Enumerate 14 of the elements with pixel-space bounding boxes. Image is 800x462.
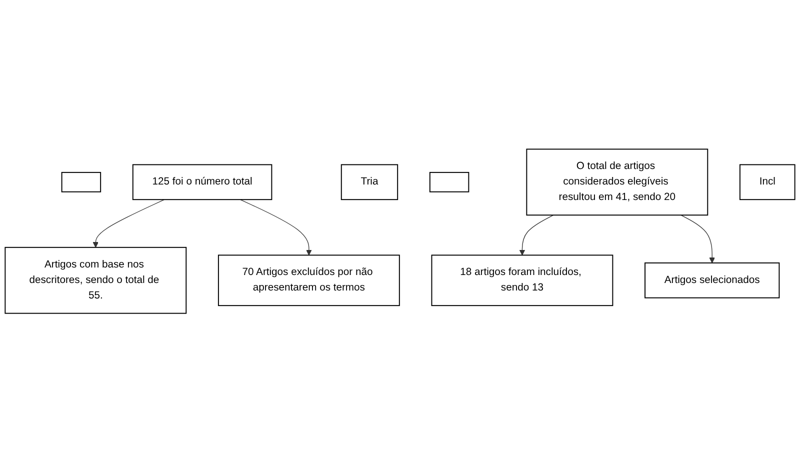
node-box (61, 172, 102, 192)
node-box: Tria (340, 164, 398, 200)
node-box: O total de artigos considerados elegíveis resultou em 41, sendo 20 (526, 148, 708, 216)
arrow (92, 199, 165, 248)
node-box (429, 172, 470, 192)
node-box: Artigos com base nos descritores, sendo o total de 55. (4, 246, 187, 314)
node-box: Artigos selecionados (644, 262, 780, 298)
node-box: 70 Artigos excluídos por não apresentarem os termos (218, 254, 400, 306)
node-box: Incl (739, 164, 796, 200)
arrow (240, 199, 312, 256)
node-box: 18 artigos foram incluídos, sendo 13 (431, 254, 614, 306)
node-box: 125 foi o número total (132, 164, 272, 200)
arrow (680, 214, 715, 263)
arrow (519, 214, 554, 256)
